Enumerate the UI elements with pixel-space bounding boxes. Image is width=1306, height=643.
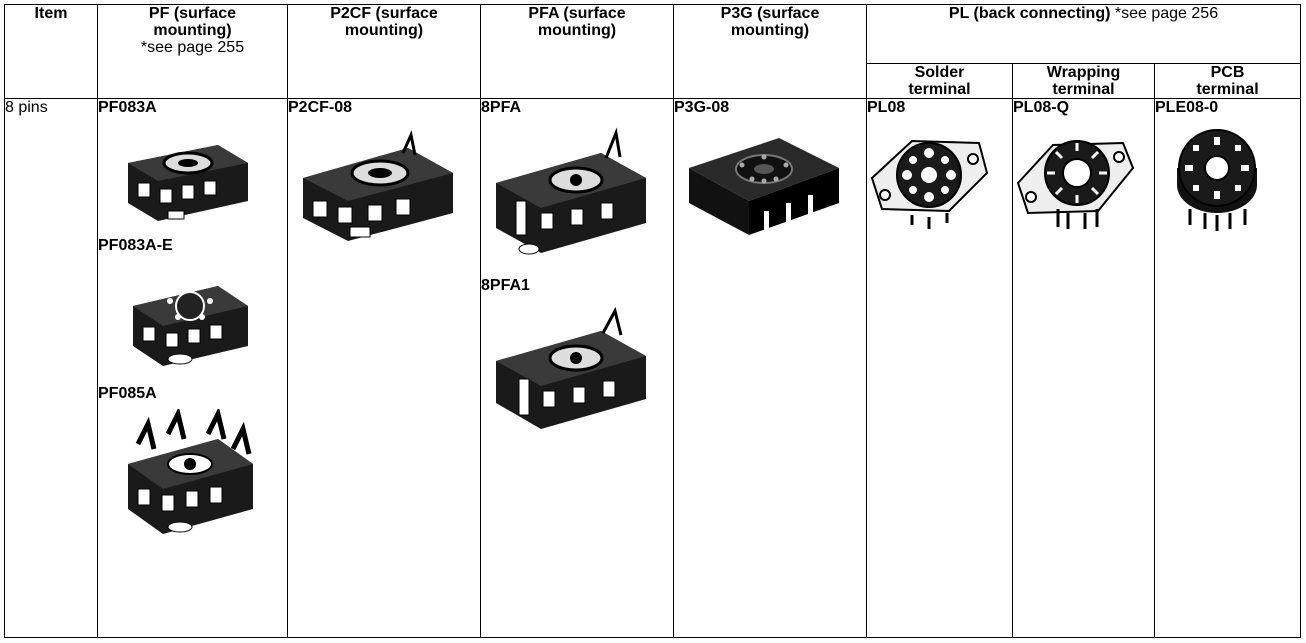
socket-pl08-q-image <box>1016 140 1135 229</box>
socket-pf083a-image <box>128 145 248 221</box>
header-pfa: PFA (surface mounting) <box>480 4 674 99</box>
model-ple08-0: PLE08-0 <box>1155 99 1219 116</box>
header-wrapping-terminal: Wrapping terminal <box>1012 63 1155 99</box>
cell-p3g: P3G-08 <box>673 98 867 638</box>
socket-8pfa-image <box>496 127 646 255</box>
header-solder-terminal: Solder terminal <box>866 63 1013 99</box>
header-pl: PL (back connecting) *see page 256 <box>865 4 1302 64</box>
header-pl-note: *see page 256 <box>1114 5 1219 22</box>
socket-8pfa1-image <box>496 306 646 429</box>
cell-pl-solder: PL08 <box>866 98 1013 638</box>
model-p3g-08: P3G-08 <box>674 99 730 116</box>
model-pf085a: PF085A <box>98 385 157 402</box>
header-item: Item <box>4 4 98 99</box>
socket-pf083a-e-image <box>133 286 248 366</box>
model-p2cf-08: P2CF-08 <box>288 99 353 116</box>
model-pl08-q: PL08-Q <box>1013 99 1070 116</box>
header-pf-label: PF (surface mounting) <box>148 5 237 39</box>
socket-pl08-image <box>870 139 989 229</box>
cell-p2cf: P2CF-08 <box>287 98 481 638</box>
model-pf083a: PF083A <box>98 99 157 116</box>
header-pcb-terminal: PCB terminal <box>1153 63 1302 99</box>
cell-pfa: 8PFA 8PFA1 <box>480 98 674 638</box>
row-item-8-pins: 8 pins <box>4 98 98 638</box>
header-pf-note: *see page 255 <box>140 39 245 56</box>
header-pf: PF (surface mounting) *see page 255 <box>97 4 288 99</box>
model-pl08: PL08 <box>867 99 906 116</box>
cell-pl-pcb: PLE08-0 <box>1153 98 1302 638</box>
socket-p3g-08-image <box>689 138 839 235</box>
model-pf083a-e: PF083A-E <box>98 237 173 254</box>
socket-pf085a-image <box>128 409 253 534</box>
header-p2cf: P2CF (surface mounting) <box>287 4 481 99</box>
socket-p2cf-08-image <box>303 130 453 241</box>
model-8pfa1: 8PFA1 <box>481 277 530 294</box>
cell-pf: PF083A PF083A-E <box>97 98 288 638</box>
model-8pfa: 8PFA <box>481 99 522 116</box>
header-pl-label: PL (back connecting) <box>948 5 1111 22</box>
socket-ple08-0-image <box>1177 129 1257 231</box>
socket-table: Item PF (surface mounting) *see page 255… <box>4 4 1302 638</box>
cell-pl-wrapping: PL08-Q <box>1012 98 1155 638</box>
header-p3g: P3G (surface mounting) <box>673 4 867 99</box>
